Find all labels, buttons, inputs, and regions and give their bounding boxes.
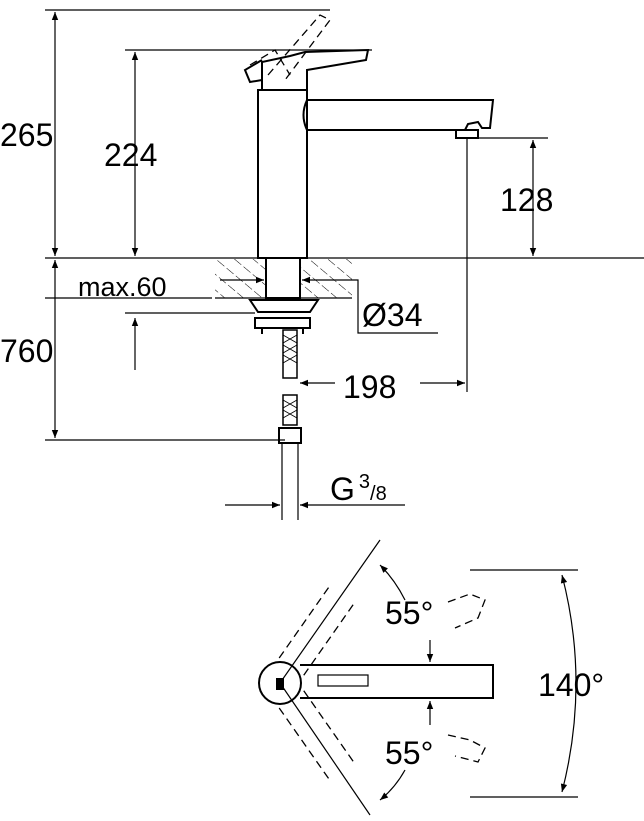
counter-section	[215, 257, 352, 470]
swivel-up-label: 55°	[385, 595, 433, 631]
swivel-down-label: 55°	[385, 735, 433, 771]
hole-diameter-label: Ø34	[362, 297, 422, 333]
max-thickness-label: max.60	[78, 272, 167, 302]
swivel-down-outline	[278, 690, 356, 783]
swivel-total-label: 140°	[538, 667, 604, 703]
spout-height-label: 128	[500, 182, 553, 218]
lever-height-label: 224	[104, 137, 157, 173]
faucet-side-view	[243, 14, 495, 259]
swivel-down-tip	[447, 734, 486, 763]
swivel-up-outline	[278, 583, 356, 676]
spout-reach-label: 198	[343, 369, 396, 405]
hose-length-label: 760	[0, 333, 53, 369]
total-height-label: 265	[0, 117, 53, 153]
faucet-top-view	[258, 539, 578, 816]
dimension-lines	[51, 12, 537, 509]
reference-lines	[45, 9, 644, 520]
swivel-up-tip	[447, 593, 486, 629]
